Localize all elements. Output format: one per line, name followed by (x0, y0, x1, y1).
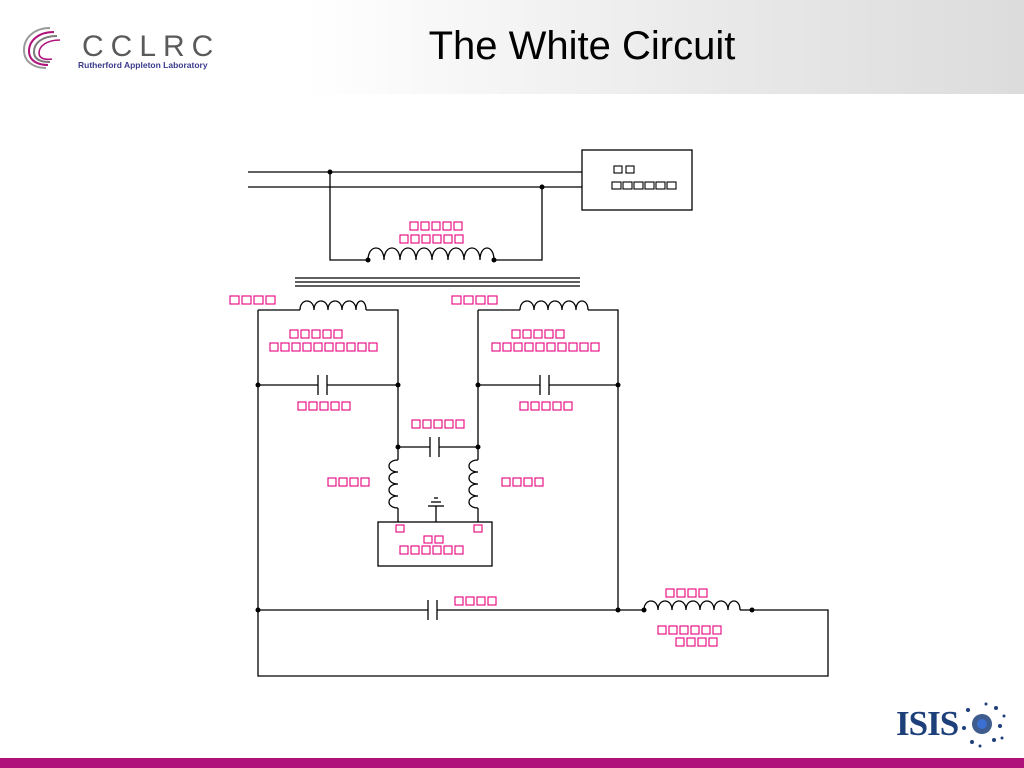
top-inductor (367, 247, 495, 261)
isis-starburst-icon (962, 702, 1006, 748)
cclrc-logo: CCLRC Rutherford Appleton Laboratory (20, 22, 213, 74)
footer-accent-bar (0, 758, 1024, 768)
bottom-right-coil (643, 600, 741, 611)
load-box (377, 521, 493, 567)
logo-subtitle: Rutherford Appleton Laboratory (78, 60, 208, 70)
component-labels (229, 165, 722, 647)
slide-title: The White Circuit (428, 24, 736, 68)
isis-logo-text: ISIS (896, 704, 959, 743)
isis-logo: ISIS (896, 698, 1008, 750)
logo-name: CCLRC (82, 30, 221, 63)
top-branch-right (494, 187, 543, 261)
supply-box (581, 149, 693, 211)
top-branch-left (329, 172, 368, 261)
left-vertical-coil (388, 459, 399, 509)
slide-header: CCLRC Rutherford Appleton Laboratory The… (0, 0, 1024, 94)
cclrc-swirl-icon (22, 27, 61, 69)
left-loop (257, 310, 829, 677)
right-secondary-coil (519, 300, 589, 311)
right-vertical-coil (468, 459, 479, 509)
left-secondary-coil (299, 300, 367, 311)
